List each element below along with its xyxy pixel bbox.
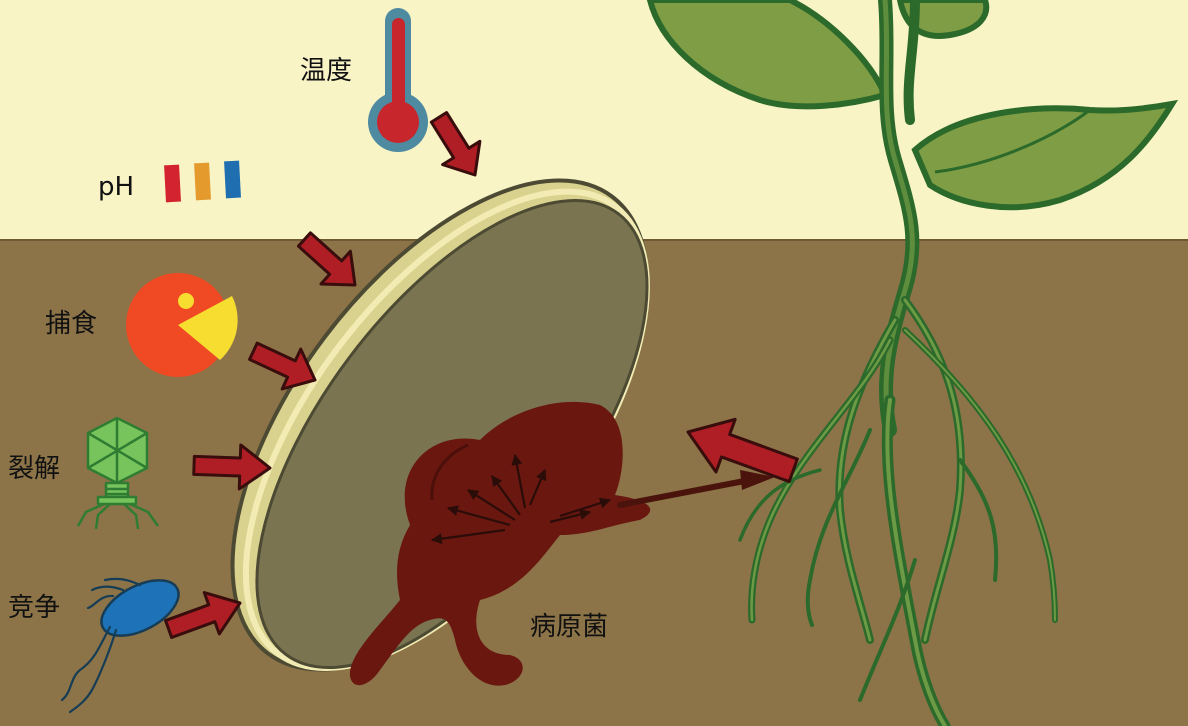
label-lysis: 裂解 <box>8 456 60 482</box>
ph-strip-icon <box>164 161 241 203</box>
label-pathogen: 病原菌 <box>530 614 608 640</box>
arrow-temperature <box>420 106 493 187</box>
label-temperature: 温度 <box>300 58 352 84</box>
label-competition: 竞争 <box>8 595 60 621</box>
thermometer-icon <box>368 8 428 152</box>
label-ph: pH <box>98 174 134 200</box>
label-predation: 捕食 <box>45 311 97 337</box>
